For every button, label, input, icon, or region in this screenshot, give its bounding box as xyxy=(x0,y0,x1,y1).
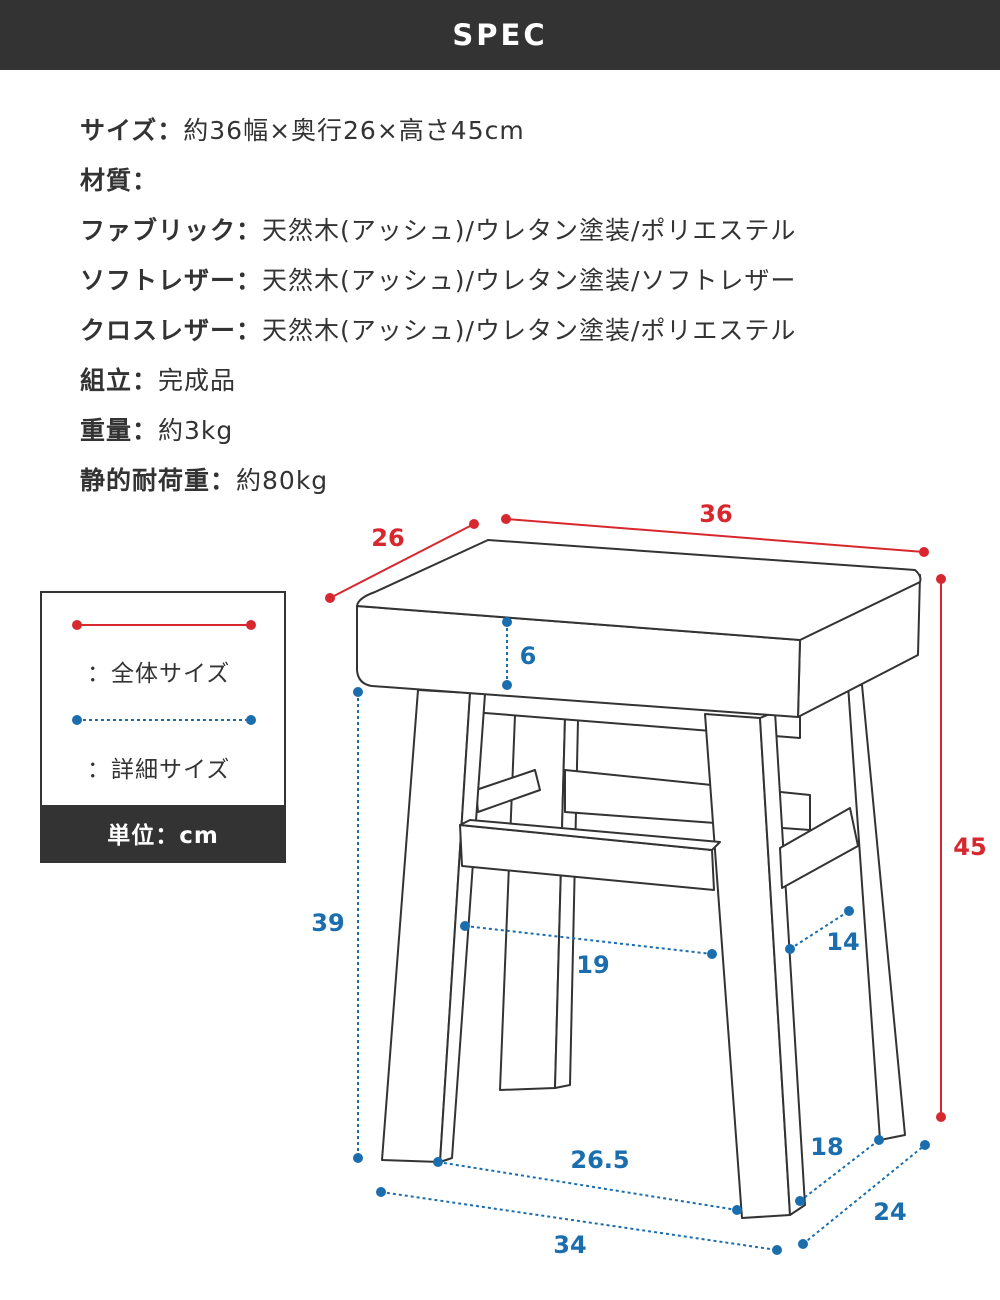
dimension-endpoint xyxy=(795,1196,805,1206)
dimension-endpoint xyxy=(460,921,470,931)
spec-row: ファブリック：天然木(アッシュ)/ウレタン塗装/ポリエステル xyxy=(80,216,796,246)
right-stretcher xyxy=(779,807,859,889)
header-bar: SPEC xyxy=(0,0,1000,70)
spec-label: 材質： xyxy=(80,166,159,195)
dimension-endpoint xyxy=(798,1239,808,1249)
dimension-endpoint xyxy=(433,1157,443,1167)
dimension-line-bottom-front xyxy=(380,1191,778,1251)
spec-value: 完成品 xyxy=(158,366,237,395)
dimension-endpoint xyxy=(844,906,854,916)
spec-row: クロスレザー：天然木(アッシュ)/ウレタン塗装/ポリエステル xyxy=(80,316,796,346)
front-stretcher-top xyxy=(459,819,721,851)
dimension-endpoint xyxy=(325,593,335,603)
dimension-endpoint xyxy=(353,1153,363,1163)
dimension-endpoint xyxy=(707,949,717,959)
spec-row: 静的耐荷重：約80kg xyxy=(80,466,328,496)
page-title: SPEC xyxy=(452,18,548,52)
dimension-label-inner-side: 14 xyxy=(826,928,860,956)
dimension-label-seat-thickness: 6 xyxy=(519,642,537,670)
dimension-label-bottom-front: 34 xyxy=(553,1231,587,1259)
dimension-endpoint xyxy=(936,574,946,584)
legend-overall-label: ：全体サイズ xyxy=(87,661,231,687)
spec-label: 重量： xyxy=(80,416,159,445)
legend-box: ：全体サイズ ：詳細サイズ 単位：cm xyxy=(40,591,286,863)
spec-value: 天然木(アッシュ)/ウレタン塗装/ポリエステル xyxy=(262,216,797,245)
dimension-endpoint xyxy=(785,944,795,954)
spec-value: 約36幅×奥行26×高さ45cm xyxy=(183,116,525,145)
spec-row: 材質： xyxy=(80,166,158,196)
dimension-label-depth: 26 xyxy=(371,524,405,552)
dimension-line-width xyxy=(505,518,925,553)
dimension-label-bottom-side-inner: 18 xyxy=(810,1133,844,1161)
dimension-endpoint xyxy=(936,1112,946,1122)
dimension-line-depth xyxy=(329,523,475,599)
dimension-endpoint xyxy=(919,547,929,557)
dimension-line-bottom-front-inner xyxy=(437,1161,738,1211)
dimension-endpoint xyxy=(376,1187,386,1197)
spec-row: サイズ：約36幅×奥行26×高さ45cm xyxy=(80,116,525,146)
dimension-line-bottom-side-inner xyxy=(799,1139,880,1202)
spec-label: クロスレザー： xyxy=(80,316,263,345)
dimension-endpoint xyxy=(502,617,512,627)
dimension-endpoint xyxy=(501,514,511,524)
spec-value: 天然木(アッシュ)/ウレタン塗装/ポリエステル xyxy=(262,316,797,345)
dimension-label-leg-height: 39 xyxy=(311,909,345,937)
dimension-endpoint xyxy=(920,1140,930,1150)
dimension-endpoint xyxy=(874,1135,884,1145)
spec-label: サイズ： xyxy=(80,116,184,145)
spec-label: 静的耐荷重： xyxy=(80,466,237,495)
spec-value: 天然木(アッシュ)/ウレタン塗装/ソフトレザー xyxy=(262,266,797,295)
spec-label: 組立： xyxy=(80,366,159,395)
seat-front xyxy=(356,605,801,718)
dimension-label-inner-front: 19 xyxy=(576,951,610,979)
dimension-endpoint xyxy=(772,1245,782,1255)
legend-detail-label: ：詳細サイズ xyxy=(87,757,231,783)
spec-label: ソフトレザー： xyxy=(80,266,263,295)
spec-row: 重量：約3kg xyxy=(80,416,233,446)
dimension-endpoint xyxy=(353,687,363,697)
spec-row: 組立：完成品 xyxy=(80,366,236,396)
dimension-label-bottom-side: 24 xyxy=(873,1198,907,1226)
seat-top xyxy=(356,539,922,641)
back-right-leg xyxy=(847,684,906,1141)
dimension-line-bottom-side xyxy=(802,1144,926,1245)
spec-value: 約80kg xyxy=(236,466,329,495)
dimension-endpoint xyxy=(732,1205,742,1215)
dimension-endpoint xyxy=(469,519,479,529)
spec-label: ファブリック： xyxy=(80,216,263,245)
dimension-label-width: 36 xyxy=(699,500,733,528)
spec-row: ソフトレザー：天然木(アッシュ)/ウレタン塗装/ソフトレザー xyxy=(80,266,796,296)
dimension-endpoint xyxy=(502,680,512,690)
dimension-label-bottom-front-inner: 26.5 xyxy=(570,1146,630,1174)
stool-drawing xyxy=(356,539,922,1219)
spec-value: 約3kg xyxy=(158,416,234,445)
legend-unit: 単位：cm xyxy=(42,805,284,861)
dimension-label-height: 45 xyxy=(953,833,987,861)
dimension-line-inner-front xyxy=(464,925,713,955)
